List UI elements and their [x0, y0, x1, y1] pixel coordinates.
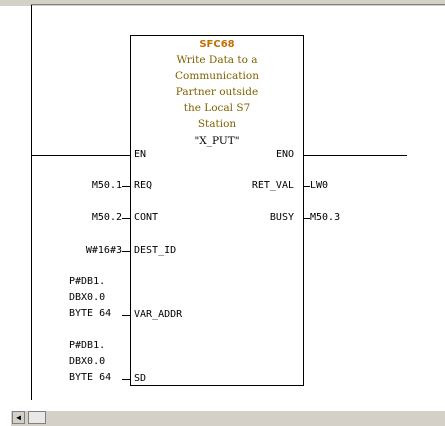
block-title: SFC68: [199, 39, 235, 50]
sd-stub: [122, 379, 130, 380]
input-var-addr-operand[interactable]: P#DB1. DBX0.0 BYTE 64: [69, 276, 112, 319]
scrollbar-corner: [0, 410, 11, 425]
block-description: Write Data to a Communication Partner ou…: [175, 54, 259, 130]
en-wire: [31, 155, 130, 156]
input-req-operand[interactable]: M50.1: [91, 180, 122, 191]
cont-stub: [122, 218, 130, 219]
pin-sd: SD: [134, 373, 147, 384]
output-busy-operand[interactable]: M50.3: [310, 212, 341, 223]
instance-db-name[interactable]: "X_PUT": [194, 135, 240, 147]
busy-stub: [304, 218, 310, 219]
ret-val-stub: [304, 186, 310, 187]
pin-en: EN: [134, 149, 147, 160]
pin-ret-val: RET_VAL: [251, 180, 294, 191]
eno-wire: [304, 155, 407, 156]
window-top-bar: [0, 0, 445, 6]
output-ret-val-operand[interactable]: LW0: [310, 180, 329, 191]
pin-cont: CONT: [134, 212, 159, 223]
pin-dest-id: DEST_ID: [134, 245, 177, 256]
pin-var-addr: VAR_ADDR: [134, 309, 183, 320]
pin-req: REQ: [134, 180, 153, 191]
scroll-left-icon[interactable]: ◀: [12, 411, 25, 424]
scroll-thumb[interactable]: [28, 411, 46, 424]
input-cont-operand[interactable]: M50.2: [91, 212, 122, 223]
sfc68-function-block[interactable]: [130, 35, 304, 386]
var-addr-stub: [122, 315, 130, 316]
req-stub: [122, 186, 130, 187]
input-sd-operand[interactable]: P#DB1. DBX0.0 BYTE 64: [69, 340, 112, 383]
horizontal-scrollbar[interactable]: [11, 410, 445, 426]
left-power-rail: [31, 5, 32, 400]
input-dest-id-operand[interactable]: W#16#3: [85, 245, 122, 256]
dest-id-stub: [122, 251, 130, 252]
top-divider: [31, 4, 445, 5]
pin-eno: ENO: [275, 149, 294, 160]
pin-busy: BUSY: [269, 212, 294, 223]
